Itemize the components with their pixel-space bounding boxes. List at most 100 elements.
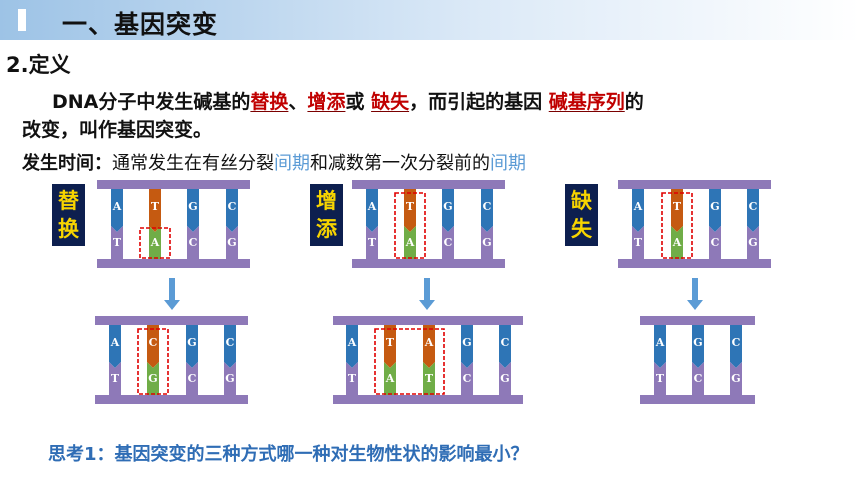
base-letter-bottom: G [225,372,234,385]
mutation-highlight-box [374,328,445,395]
base-letter-bottom: T [368,236,377,249]
base-upper [346,325,358,368]
base-upper [709,189,721,232]
base-letter-top: T [673,200,682,213]
interphase-term: 间期 [274,153,310,174]
tag-substitution: 替换 [52,184,85,246]
base-upper [747,189,759,232]
base-lower [111,226,123,259]
backbone-top [97,180,250,189]
base-letter-bottom: C [188,372,197,385]
base-letter-bottom: G [748,236,757,249]
base-letter-bottom: C [711,236,720,249]
definition-text: 或 [345,91,365,113]
base-letter-top: A [112,200,122,213]
base-letter-top: G [443,200,452,213]
base-upper [109,325,121,368]
blank-deletion: 缺失 [371,91,410,113]
backbone-top [618,180,771,189]
base-lower [442,226,454,259]
base-lower [730,362,742,395]
base-lower [226,226,238,259]
base-letter-top: C [483,200,492,213]
page-title: 一、基因突变 [62,10,219,39]
base-letter-top: G [188,200,197,213]
backbone-top [333,316,523,325]
base-lower [404,226,416,259]
backbone-top [640,316,755,325]
definition-line-1: DNA分子中发生碱基的替换、增添或 缺失，而引起的基因 碱基序列的 [22,88,852,116]
base-lower [147,362,159,395]
blank-base-sequence: 碱基序列 [548,91,625,113]
base-upper [442,189,454,232]
definition-text: ，而引起的基因 [409,91,543,113]
base-letter-bottom: T [425,372,434,385]
base-letter-top: A [655,336,665,349]
base-upper [224,325,236,368]
blank-addition: 增添 [307,91,346,113]
base-letter-top: C [228,200,237,213]
think-question: 思考1：基因突变的三种方式哪一种对生物性状的影响最小？ [48,444,529,465]
occurrence-label: 发生时间： [22,153,112,174]
base-letter-bottom: G [731,372,740,385]
base-lower [499,362,511,395]
base-upper [671,189,683,232]
base-upper [147,325,159,368]
base-letter-top: G [693,336,702,349]
base-letter-top: A [633,200,643,213]
backbone-bottom [97,259,250,268]
base-lower [109,362,121,395]
base-upper [461,325,473,368]
base-lower [384,362,396,395]
base-upper [187,189,199,232]
base-letter-top: C [149,336,158,349]
base-letter-top: C [226,336,235,349]
base-letter-bottom: T [111,372,120,385]
base-letter-bottom: A [385,372,395,385]
base-letter-top: G [710,200,719,213]
base-lower [692,362,704,395]
occurrence-time: 发生时间：通常发生在有丝分裂间期和减数第一次分裂前的间期 [22,149,526,175]
base-letter-bottom: G [482,236,491,249]
base-upper [111,189,123,232]
base-letter-top: G [187,336,196,349]
base-lower [632,226,644,259]
base-lower [709,226,721,259]
base-lower [654,362,666,395]
base-letter-top: A [424,336,434,349]
interphase-term: 间期 [490,153,526,174]
base-letter-top: T [406,200,415,213]
base-letter-top: T [386,336,395,349]
base-letter-top: C [749,200,758,213]
base-letter-bottom: A [405,236,415,249]
base-letter-bottom: C [189,236,198,249]
base-lower [461,362,473,395]
base-letter-top: A [347,336,357,349]
base-upper [226,189,238,232]
occurrence-text: 和减数第一次分裂前的 [310,153,490,174]
base-lower [747,226,759,259]
backbone-top [352,180,505,189]
base-upper [149,189,161,232]
backbone-bottom [640,395,755,404]
definition-text: DNA分子中发生碱基的 [52,91,251,113]
base-upper [384,325,396,368]
backbone-top [95,316,248,325]
base-letter-bottom: C [694,372,703,385]
base-lower [423,362,435,395]
base-letter-bottom: T [348,372,357,385]
tag-addition: 增添 [310,184,343,246]
base-upper [654,325,666,368]
base-upper [481,189,493,232]
title-accent-mark [18,9,26,31]
section-heading: 2.定义 [6,53,71,77]
base-letter-bottom: A [150,236,160,249]
base-upper [423,325,435,368]
base-letter-bottom: T [113,236,122,249]
down-arrow-head [164,300,180,310]
down-arrow-head [687,300,703,310]
base-lower [187,226,199,259]
base-letter-top: A [367,200,377,213]
base-lower [366,226,378,259]
definition-text: 的 [624,91,644,113]
